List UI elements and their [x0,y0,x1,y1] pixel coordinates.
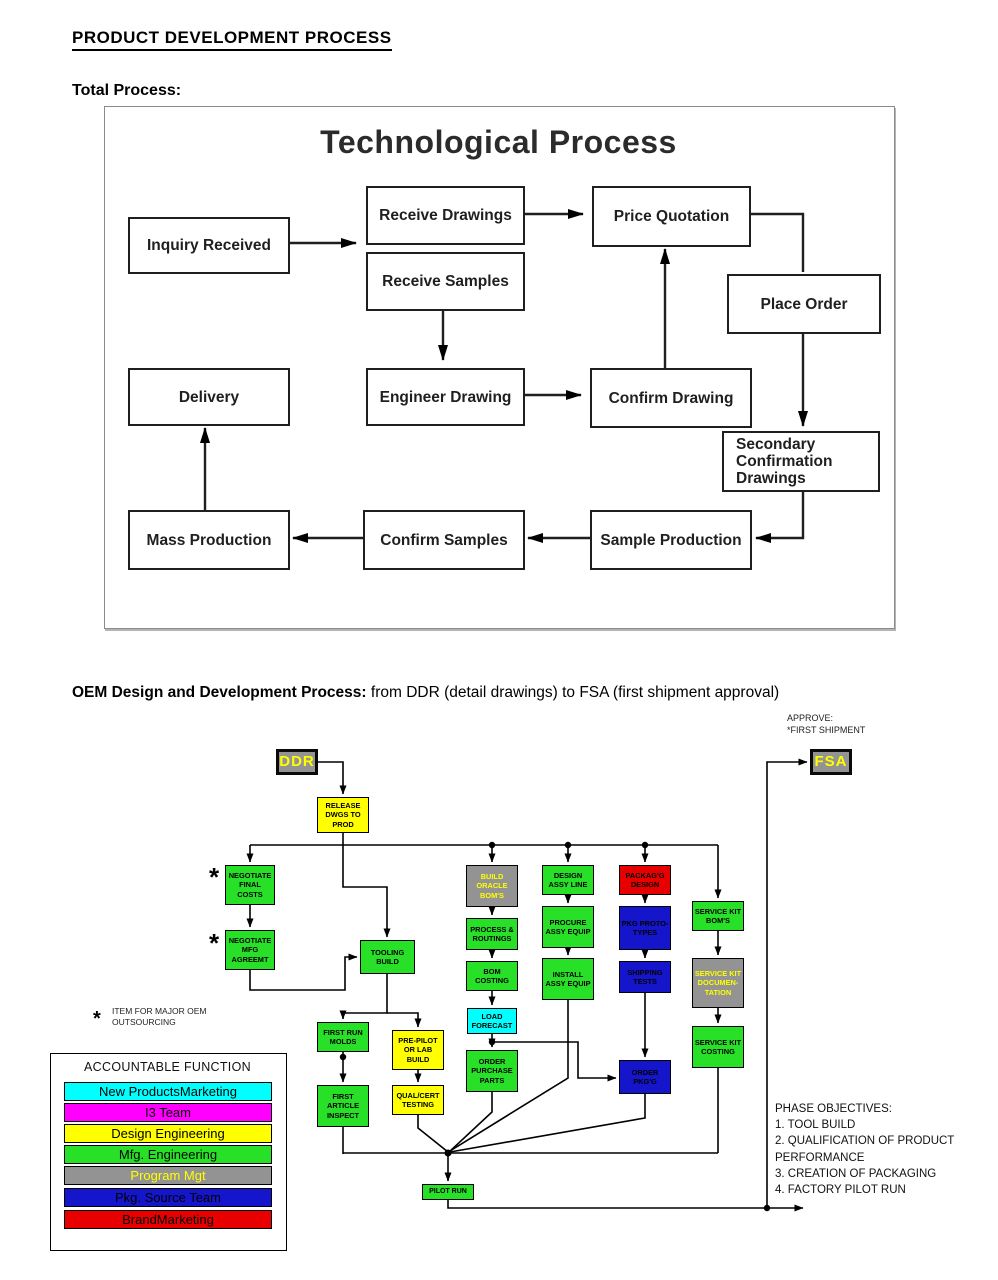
oem-heading-rest: from DDR (detail drawings) to FSA (first… [366,684,780,701]
oem-node-design-assy-line: DESIGN ASSY LINE [542,865,594,895]
oem-node-service-kit-boms: SERVICE KIT BOM'S [692,901,744,931]
phase-objectives: PHASE OBJECTIVES: 1. TOOL BUILD 2. QUALI… [775,1103,955,1197]
tech-node-price-quotation: Price Quotation [592,186,751,247]
oem-node-release-dwgs-to-prod: RELEASE DWGS TO PROD [317,797,369,833]
asterisk-marker-note: * [93,1008,101,1030]
asterisk-marker-final-costs: * [209,862,220,892]
oem-node-install-assy-equip: INSTALL ASSY EQUIP [542,958,594,1000]
oem-node-packaging-design: PACKAG'G DESIGN [619,865,671,895]
tech-node-receive-samples: Receive Samples [366,252,525,311]
tech-node-place-order: Place Order [727,274,881,334]
tech-node-mass-production: Mass Production [128,510,290,570]
oem-heading-bold: OEM Design and Development Process: [72,684,367,701]
oem-node-pre-pilot-or-lab-build: PRE-PILOT OR LAB BUILD [392,1030,444,1070]
oem-node-ddr: DDR [276,749,318,775]
tech-node-sample-production: Sample Production [590,510,752,570]
oem-node-tooling-build: TOOLING BUILD [360,940,415,974]
tech-node-confirm-drawing: Confirm Drawing [590,368,752,428]
legend-item-pkg-source-team: Pkg. Source Team [64,1188,272,1207]
oem-node-order-pkgg: ORDER PKG'G [619,1060,671,1094]
tech-process-frame [104,106,895,629]
oem-node-negotiate-final-costs: NEGOTIATE FINAL COSTS [225,865,275,905]
oem-node-qual-cert-testing: QUAL/CERT TESTING [392,1085,444,1115]
oem-node-order-purchase-parts: ORDER PURCHASE PARTS [466,1050,518,1092]
oem-node-negotiate-mfg-agreemt: NEGOTIATE MFG AGREEMT [225,930,275,970]
legend-item-mfg-engineering: Mfg. Engineering [64,1145,272,1164]
approve-note: APPROVE: *FIRST SHIPMENT [787,713,866,735]
tech-node-delivery: Delivery [128,368,290,426]
total-process-label: Total Process: [72,82,182,99]
tech-node-confirm-samples: Confirm Samples [363,510,525,570]
oem-node-service-kit-costing: SERVICE KIT COSTING [692,1026,744,1068]
tech-process-title: Technological Process [320,124,677,160]
oem-node-load-forecast: LOAD FORECAST [467,1008,517,1034]
tech-node-inquiry-received: Inquiry Received [128,217,290,274]
asterisk-marker-mfg-agreemt: * [209,928,220,958]
oem-node-first-article-inspect: FIRST ARTICLE INSPECT [317,1085,369,1127]
legend-item-i3-team: I3 Team [64,1103,272,1122]
legend-item-design-engineering: Design Engineering [64,1124,272,1143]
oem-node-fsa: FSA [810,749,852,775]
legend-item-brand-marketing: BrandMarketing [64,1210,272,1229]
legend-item-new-products-marketing: New ProductsMarketing [64,1082,272,1101]
oem-node-first-run-molds: FIRST RUN MOLDS [317,1022,369,1052]
oem-node-shipping-tests: SHIPPING TESTS [619,961,671,993]
oem-section-heading: OEM Design and Development Process: from… [72,684,779,702]
oem-node-service-kit-documentation: SERVICE KIT DOCUMEN-TATION [692,958,744,1008]
tech-node-receive-drawings: Receive Drawings [366,186,525,245]
legend-title: ACCOUNTABLE FUNCTION [84,1060,251,1074]
oem-outsourcing-note: ITEM FOR MAJOR OEM OUTSOURCING [112,1006,207,1027]
oem-node-procure-assy-equip: PROCURE ASSY EQUIP [542,906,594,948]
oem-node-process-routings: PROCESS & ROUTINGS [466,918,518,950]
oem-node-build-oracle-boms: BUILD ORACLE BOM'S [466,865,518,907]
legend-item-program-mgt: Program Mgt [64,1166,272,1185]
page-title: PRODUCT DEVELOPMENT PROCESS [72,28,392,51]
tech-node-engineer-drawing: Engineer Drawing [366,368,525,426]
oem-node-pkg-prototypes: PKG PROTO-TYPES [619,906,671,950]
tech-node-secondary-confirmation-drawings: Secondary Confirmation Drawings [722,431,880,492]
oem-node-bom-costing: BOM COSTING [466,961,518,991]
oem-node-pilot-run: PILOT RUN [422,1184,474,1200]
